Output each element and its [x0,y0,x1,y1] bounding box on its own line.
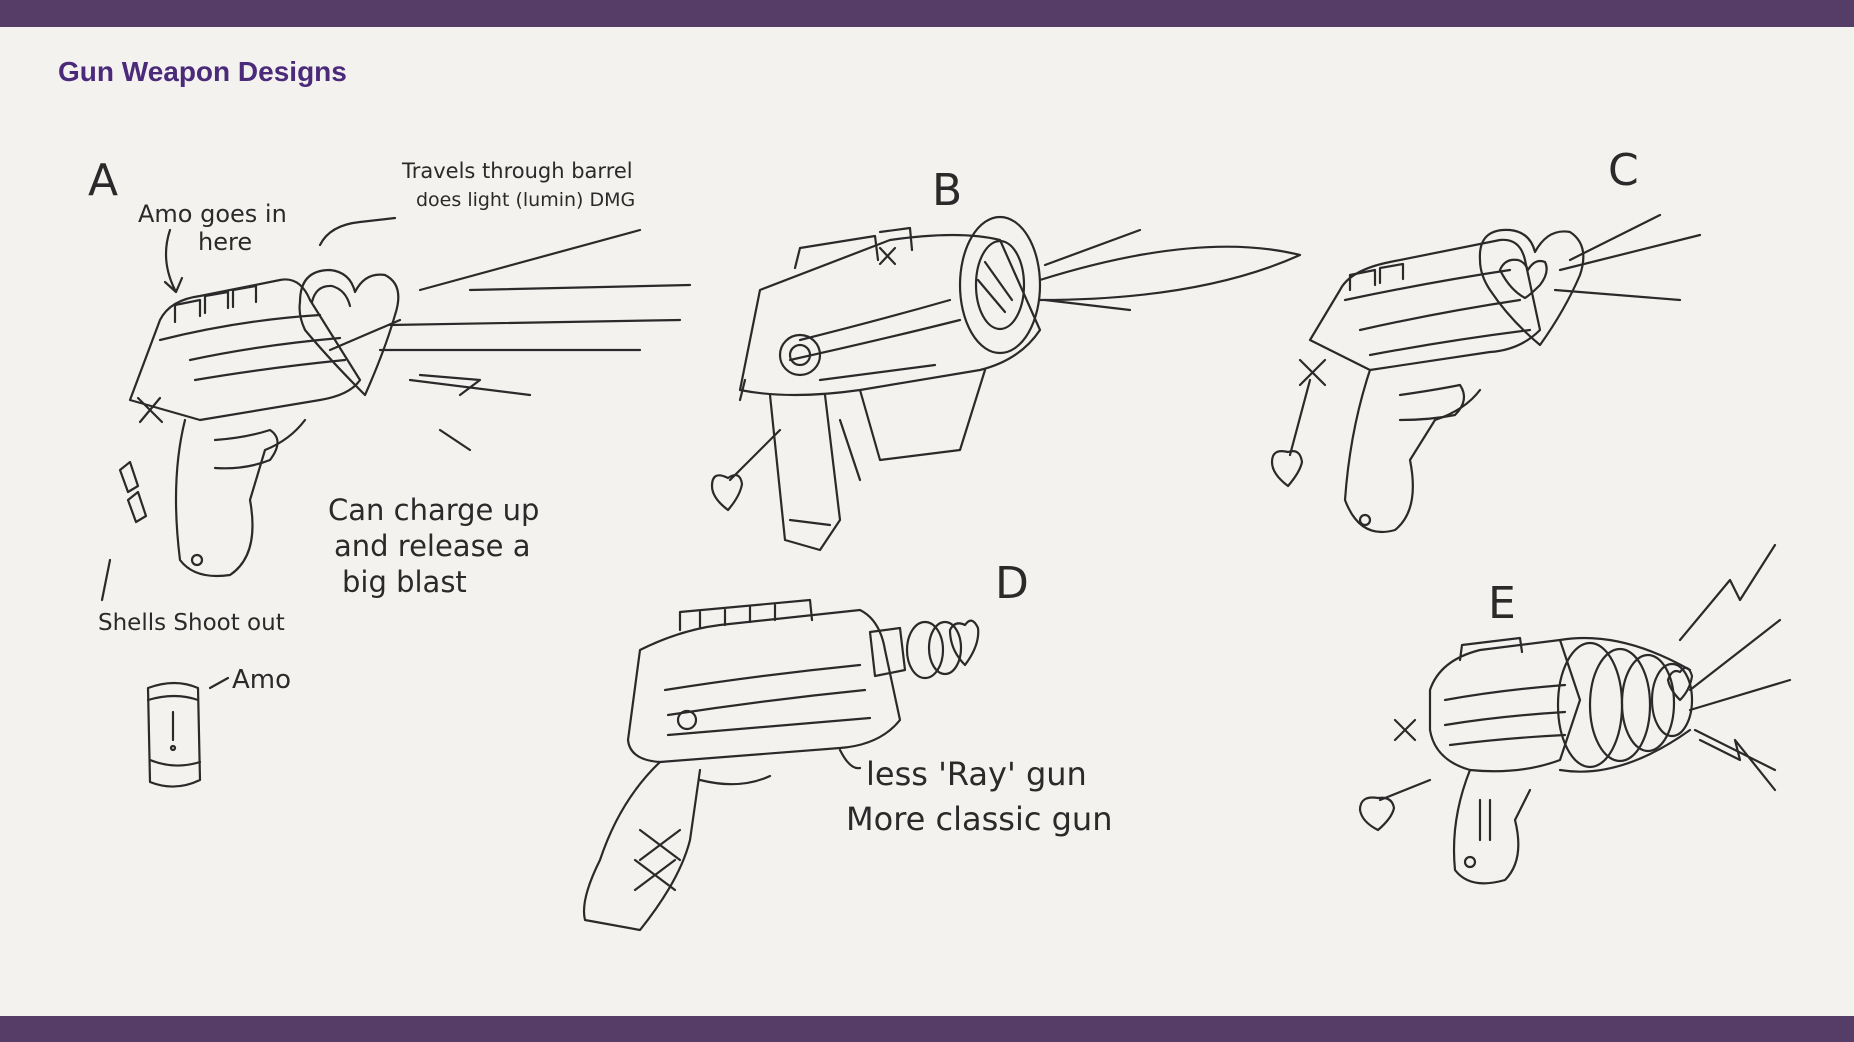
gun-sketch-a [100,216,692,788]
design-label-d: D [995,558,1029,609]
note-big-blast: big blast [342,565,467,599]
design-label-b: B [932,165,962,216]
note-travels-through-barrel: Travels through barrel [401,159,633,183]
x-icon [878,246,897,266]
gun-sketch-d [582,598,980,932]
bottom-bar [0,1016,1854,1042]
x-icon [136,396,164,424]
heart-icon [1358,778,1432,832]
gun-sketch-c [1270,213,1702,534]
note-shells-shoot-out: Shells Shoot out [98,610,285,636]
note-ammo-label: Amo [232,665,291,695]
heart-icon [710,428,782,512]
note-less-ray-gun: less 'Ray' gun [866,755,1087,793]
note-release: and release a [334,529,531,563]
gun-sketch-b [710,215,1302,552]
x-icon [1298,358,1327,387]
x-icon [1393,718,1417,742]
note-charge-up: Can charge up [328,493,539,527]
page-title: Gun Weapon Designs [58,56,347,87]
design-label-a: A [88,155,118,206]
gun-sketch-e [1358,543,1792,885]
note-here: here [198,228,252,256]
note-more-classic-gun: More classic gun [846,800,1112,838]
heart-icon [1270,378,1312,488]
note-ammo-goes-in: Amo goes in [138,200,287,228]
design-label-c: C [1608,145,1639,196]
note-light-damage: does light (lumin) DMG [416,189,635,211]
design-label-e: E [1488,578,1516,629]
top-bar [0,0,1854,27]
